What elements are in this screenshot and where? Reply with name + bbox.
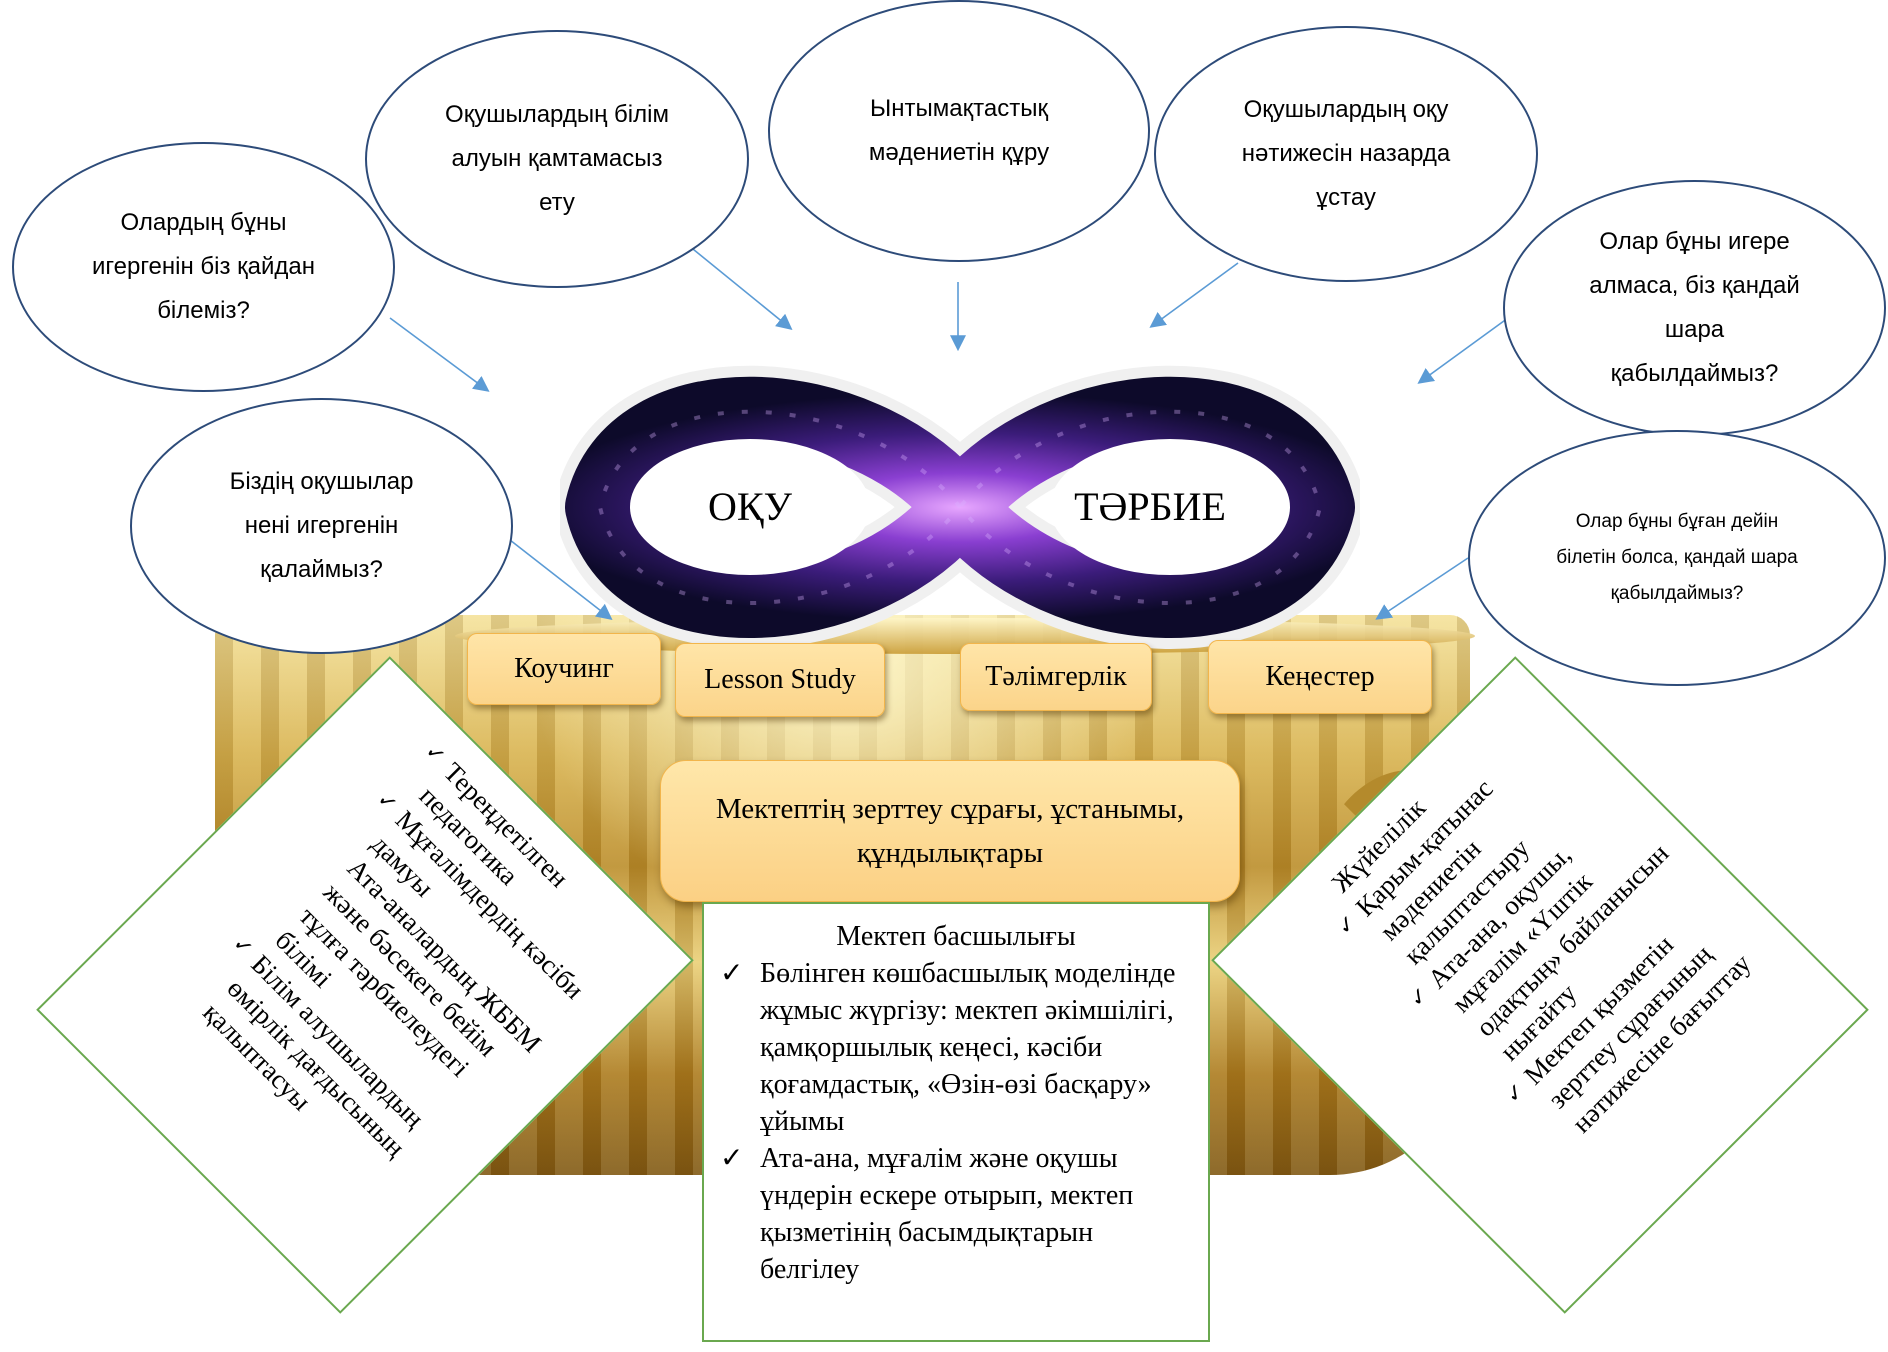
practice-box-coaching: Коучинг [467,633,661,705]
arrow-q2 [687,244,793,331]
practice-label-lesson-study: Lesson Study [704,664,856,695]
leadership-item: ✓ Бөлінген көшбасшылық моделінде жұмыс ж… [720,955,1192,1140]
leadership-panel: Мектеп басшылығы ✓ Бөлінген көшбасшылық … [702,902,1210,1342]
research-question-box: Мектептің зерттеу сұрағы, ұстанымы, құнд… [660,760,1240,902]
oval-question-7: Олар бұны бұған дейін білетін болса, қан… [1468,430,1886,686]
oval-question-3: Ынтымақтастық мәдениетін құру [768,0,1150,262]
practice-label-councils: Кеңестер [1265,661,1375,692]
oval-question-1: Олардың бұны игергенін біз қайдан білемі… [12,142,395,392]
infinity-loops [560,365,1360,649]
research-question-text: Мектептің зерттеу сұрағы, ұстанымы, құнд… [715,793,1185,869]
arrow-q1 [389,317,490,392]
arrow-q5 [1417,317,1509,384]
oval-question-1-text: Олардың бұны игергенін біз қайдан білемі… [91,209,316,324]
infinity-symbol: ОҚУ ТӘРБИЕ [560,365,1360,649]
infinity-left-label: ОҚУ [708,484,793,529]
practice-box-lesson-study: Lesson Study [675,643,885,717]
leadership-item: ✓ Ата-ана, мұғалім және оқушы үндерін ес… [720,1140,1192,1288]
practice-box-mentoring: Тәлімгерлік [960,643,1152,711]
arrow-q4 [1149,262,1239,328]
oval-question-4: Оқушылардың оқу нәтижесін назарда ұстау [1154,26,1538,282]
check-icon: ✓ [720,1143,744,1174]
oval-question-5-text: Олар бұны игере алмаса, біз қандай шара … [1589,228,1800,387]
practice-label-coaching: Коучинг [514,653,614,684]
oval-question-3-text: Ынтымақтастық мәдениетін құру [868,95,1050,166]
practice-box-councils: Кеңестер [1208,640,1432,714]
oval-question-2-text: Оқушылардың білім алуын қамтамасыз ету [445,101,669,216]
practice-label-mentoring: Тәлімгерлік [985,661,1127,692]
oval-question-6-text: Біздің оқушылар нені игергенін қалаймыз? [229,468,414,583]
leadership-list: ✓ Бөлінген көшбасшылық моделінде жұмыс ж… [720,955,1192,1288]
check-icon: ✓ [720,958,744,989]
oval-question-5: Олар бұны игере алмаса, біз қандай шара … [1503,180,1886,436]
leadership-item-text: Ата-ана, мұғалім және оқушы үндерін еске… [760,1143,1134,1285]
oval-question-7-text: Олар бұны бұған дейін білетін болса, қан… [1556,511,1798,604]
oval-question-2: Оқушылардың білім алуын қамтамасыз ету [365,30,749,288]
arrow-q7 [1375,557,1469,620]
oval-question-6: Біздің оқушылар нені игергенін қалаймыз? [130,398,513,654]
oval-question-4-text: Оқушылардың оқу нәтижесін назарда ұстау [1241,96,1451,211]
infinity-right-label: ТӘРБИЕ [1074,484,1226,529]
leadership-title: Мектеп басшылығы [836,921,1076,952]
leadership-item-text: Бөлінген көшбасшылық моделінде жұмыс жүр… [760,958,1176,1137]
